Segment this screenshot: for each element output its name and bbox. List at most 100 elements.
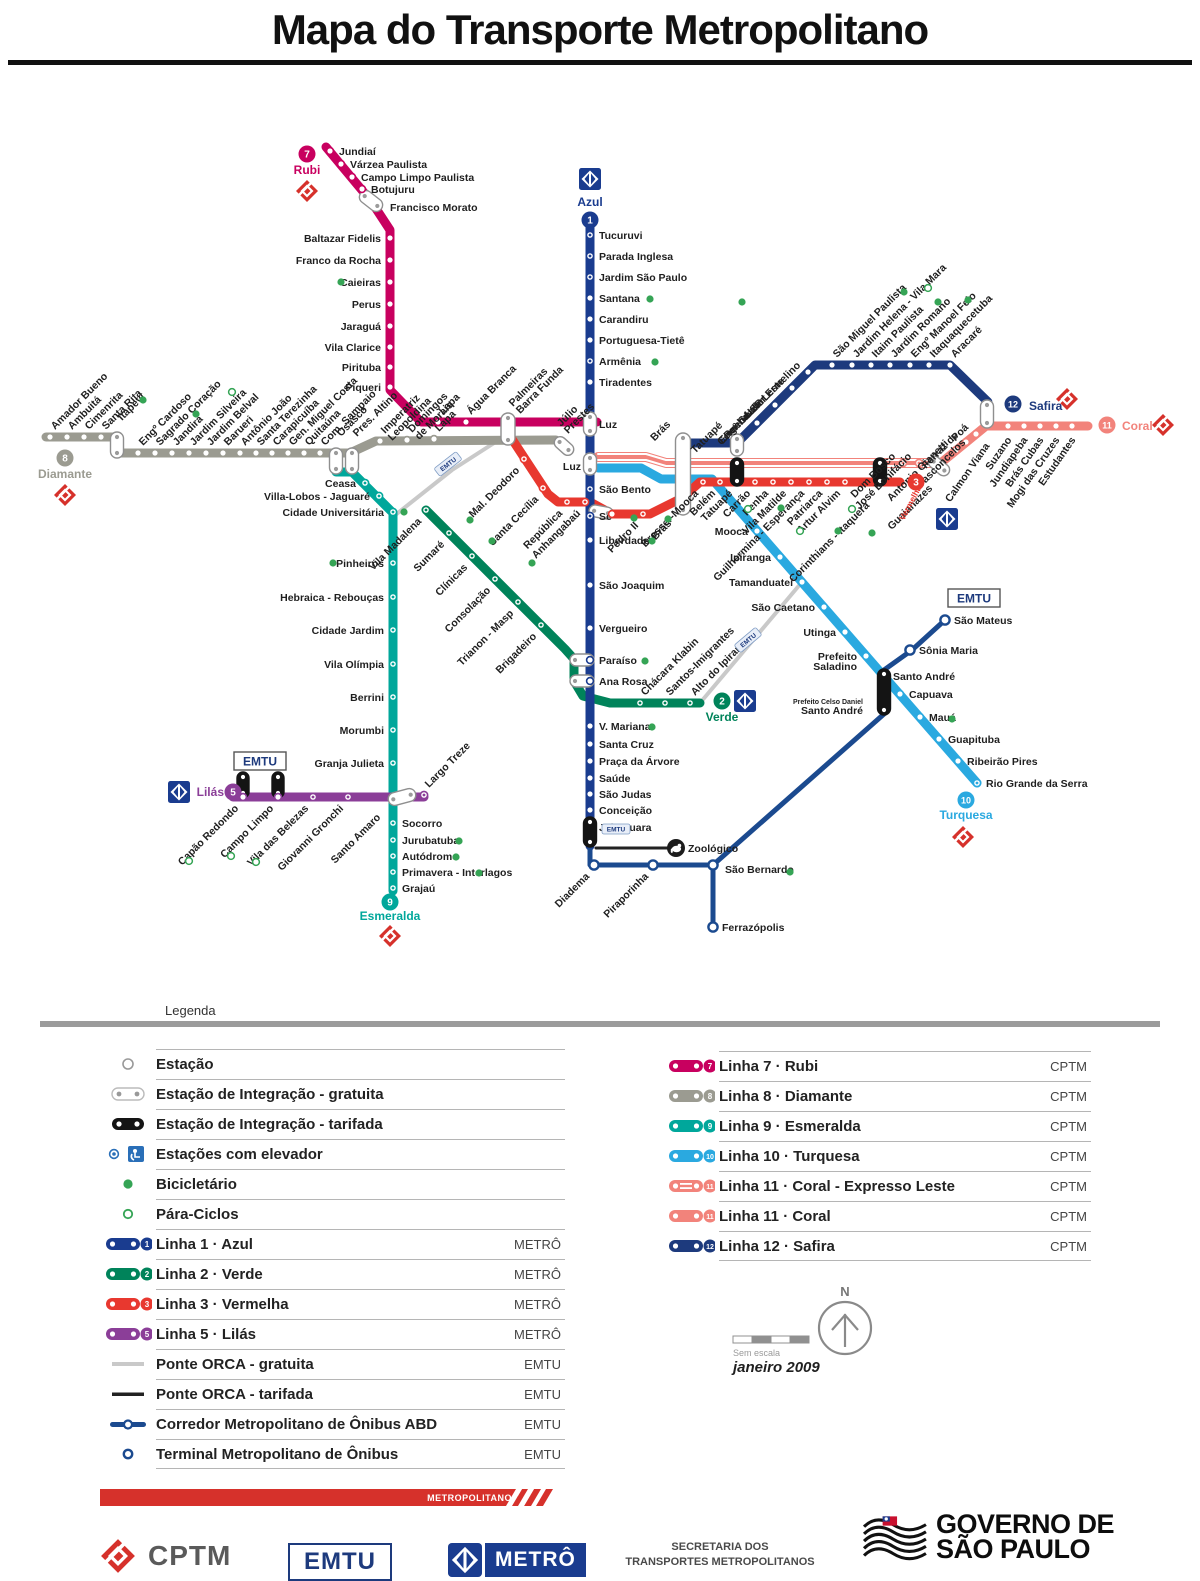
station-dot-center xyxy=(753,480,757,484)
station-label: Pinheiros xyxy=(336,558,384,570)
station-label: Botujuru xyxy=(371,184,415,196)
integration-paid-capsule xyxy=(271,771,285,799)
line-badge-11: 11 xyxy=(1098,416,1116,434)
legend-label: Estação xyxy=(156,1056,214,1073)
line-badge-12: 12 xyxy=(1004,395,1022,413)
station-dot xyxy=(895,689,905,699)
secretaria-line2: TRANSPORTES METROPOLITANOS xyxy=(625,1555,815,1568)
cptm-logo-icon xyxy=(99,1537,137,1575)
station-label: Santo André xyxy=(893,671,955,683)
station-dot xyxy=(585,756,595,766)
svg-text:7: 7 xyxy=(304,150,310,161)
station-label: São Joaquim xyxy=(599,580,664,592)
station-label: Armênia xyxy=(599,356,641,368)
bike-rack-dot xyxy=(475,869,483,877)
station-dot-center xyxy=(789,480,793,484)
legend-label: Corredor Metropolitano de Ônibus ABD xyxy=(156,1416,438,1433)
station-dot xyxy=(752,526,762,536)
station-label: Saúde xyxy=(599,773,631,785)
station-dot-center xyxy=(917,461,921,465)
legend-row-left-0: Estação xyxy=(100,1049,565,1079)
para-ciclos-dot xyxy=(226,851,236,861)
station-label: Piqueri xyxy=(345,382,381,394)
emtu-logo-text: EMTU xyxy=(304,1548,376,1575)
legend-label: Pára-Ciclos xyxy=(156,1206,239,1223)
svg-text:2: 2 xyxy=(145,1270,150,1279)
station-dot-center xyxy=(588,275,592,279)
station-dot xyxy=(385,321,395,331)
svg-text:3: 3 xyxy=(145,1300,150,1309)
bike-rack-dot xyxy=(648,537,656,545)
station-dot-center xyxy=(391,561,395,565)
station-dot xyxy=(336,159,346,169)
bike-rack-dot xyxy=(834,527,842,535)
station-label: Baltazar Fidelis xyxy=(304,233,381,245)
station-dot xyxy=(385,362,395,372)
legend-row-left-1: Estação de Integração - gratuita xyxy=(100,1079,565,1109)
bike-rack-dot xyxy=(528,559,536,567)
svg-text:11: 11 xyxy=(706,1184,714,1191)
bike-rack-dot xyxy=(337,278,345,286)
station-dot xyxy=(585,721,595,731)
svg-text:METROPOLITANO: METROPOLITANO xyxy=(427,1493,512,1503)
station-dot xyxy=(235,448,245,458)
legend-label: Linha 2 · Verde xyxy=(156,1266,263,1283)
station-dot xyxy=(953,756,963,766)
station-dot xyxy=(847,360,857,370)
station-dot xyxy=(770,400,780,410)
legend-icon-cap: 2 xyxy=(106,1267,152,1281)
station-dot-center xyxy=(391,728,395,732)
integration-free-capsule xyxy=(553,435,575,457)
legend-operator: CPTM xyxy=(1050,1179,1087,1194)
line-badge-5: 5 xyxy=(224,783,242,801)
station-label: Ribeirão Pires xyxy=(967,756,1038,768)
station-label: Ipiranga xyxy=(730,552,771,564)
cptm-logo-icon xyxy=(377,923,403,949)
station-dot-center xyxy=(588,487,592,491)
station-dot-center xyxy=(588,233,592,237)
station-dot xyxy=(607,509,617,519)
line-expresso-stripe2 xyxy=(597,459,941,467)
station-dot xyxy=(461,417,471,427)
map-text: Azul xyxy=(577,195,602,209)
station-dot xyxy=(866,360,876,370)
legend-icon-cell xyxy=(100,1109,156,1139)
svg-text:2: 2 xyxy=(719,697,725,708)
station-label: Clínicas xyxy=(433,562,470,599)
station-label: Piraporinha xyxy=(601,871,651,921)
station-label: Capuava xyxy=(909,689,953,701)
legend-icon-cell xyxy=(100,1379,156,1409)
bike-rack-dot xyxy=(964,296,972,304)
legend-operator: EMTU xyxy=(524,1417,561,1432)
station-dot xyxy=(585,655,595,665)
station-dot xyxy=(1051,421,1061,431)
legend-operator: CPTM xyxy=(1050,1149,1087,1164)
station-dot-center xyxy=(522,457,526,461)
legend-icon-cap: 3 xyxy=(106,1297,152,1311)
legend-operator: CPTM xyxy=(1050,1059,1087,1074)
integration-free-capsule xyxy=(500,412,516,446)
legend-label: Linha 1 · Azul xyxy=(156,1236,253,1253)
legend-label: Linha 7 · Rubi xyxy=(719,1058,819,1075)
legend-icon-cell: 9 xyxy=(663,1111,719,1141)
integration-paid-capsule xyxy=(729,457,745,487)
bike-rack-dot xyxy=(648,723,656,731)
legend-operator: METRÔ xyxy=(514,1327,561,1342)
station-dot xyxy=(924,360,934,370)
governo-sp-logo: GOVERNO DE SÃO PAULO xyxy=(862,1511,1115,1562)
station-label: Vila Clarice xyxy=(325,342,382,354)
bike-rack-dot xyxy=(455,837,463,845)
legend-label: Linha 3 · Vermelha xyxy=(156,1296,289,1313)
emtu-tag: EMTU xyxy=(601,823,631,835)
station-dot xyxy=(840,627,850,637)
scale-note: Sem escala xyxy=(733,1348,780,1358)
station-dot xyxy=(797,577,807,587)
station-label: Tamanduateí xyxy=(729,577,794,589)
station-dot xyxy=(1067,421,1077,431)
station-dot xyxy=(385,342,395,352)
station-dot xyxy=(357,184,367,194)
